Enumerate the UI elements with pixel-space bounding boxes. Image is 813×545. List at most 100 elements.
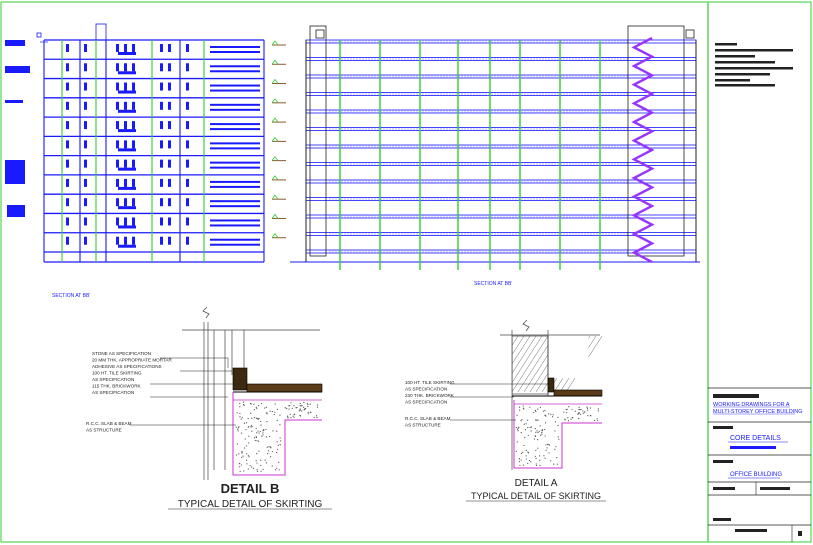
- speckle-dot: [241, 417, 243, 419]
- speckle-dot: [525, 423, 527, 425]
- note-bar: [715, 73, 770, 76]
- note-text: 115 THK. BRICKWORK: [92, 384, 142, 389]
- speckle-dot: [515, 426, 517, 429]
- window-mark: [124, 198, 127, 207]
- note-text: 20 MM THK. APPROPRIATE MORTAR: [92, 358, 172, 363]
- right-building-section: [290, 25, 793, 270]
- speckle-dot: [247, 468, 249, 470]
- speckle-dot: [316, 404, 319, 406]
- speckle-dot: [262, 468, 264, 471]
- window-mark: [66, 101, 69, 110]
- speckle-dot: [578, 408, 580, 411]
- speckle-dot: [242, 455, 244, 457]
- speckle-dot: [274, 469, 277, 471]
- note-bar: [715, 43, 737, 46]
- speckle-dot: [248, 442, 250, 444]
- note-leader: [160, 357, 229, 368]
- speckle-dot: [255, 436, 257, 438]
- window-mark: [186, 159, 189, 168]
- speckle-dot: [236, 412, 238, 414]
- speckle-dot: [280, 440, 282, 442]
- speckle-dot: [597, 410, 599, 412]
- window-mark: [168, 63, 171, 72]
- speckle-dot: [302, 406, 305, 408]
- speckle-dot: [292, 415, 294, 417]
- speckle-dot: [522, 464, 525, 466]
- window-mark: [116, 101, 119, 110]
- speckle-dot: [535, 457, 537, 459]
- speckle-dot: [538, 430, 540, 432]
- window-mark: [132, 121, 135, 130]
- speckle-dot: [256, 469, 258, 471]
- speckle-dot: [243, 404, 245, 406]
- window-mark: [186, 44, 189, 52]
- note-text: 100 HT. TILE SKIRTING: [92, 371, 142, 376]
- level-triangle: [271, 78, 279, 84]
- window-mark: [84, 140, 87, 149]
- window-mark: [132, 101, 135, 110]
- window-mark: [132, 159, 135, 168]
- speckle-dot: [264, 407, 266, 409]
- balcony-mark: [118, 109, 136, 113]
- section-right-label: SECTION AT BB': [474, 281, 512, 287]
- speckle-dot: [257, 417, 259, 420]
- window-mark: [186, 178, 189, 187]
- speckle-dot: [240, 464, 243, 466]
- speckle-dot: [241, 452, 243, 454]
- speckle-dot: [539, 464, 541, 466]
- speckle-dot: [539, 455, 541, 457]
- window-mark: [160, 140, 163, 149]
- window-mark: [66, 82, 69, 91]
- speckle-dot: [253, 437, 256, 439]
- speckle-dot: [309, 411, 312, 413]
- speckle-dot: [584, 411, 586, 413]
- spandrel-mark: [210, 70, 260, 73]
- speckle-dot: [556, 457, 558, 459]
- detail-b-subtitle: TYPICAL DETAIL OF SKIRTING: [178, 499, 323, 510]
- speckle-dot: [522, 405, 524, 407]
- balcony-mark: [118, 148, 136, 152]
- speckle-dot: [276, 430, 278, 432]
- speckle-dot: [284, 407, 286, 409]
- project-line-1: WORKING DRAWINGS FOR A: [713, 402, 790, 408]
- speckle-dot: [254, 417, 256, 419]
- speckle-dot: [256, 407, 258, 409]
- right-legend-notes: [715, 43, 793, 87]
- speckle-dot: [567, 416, 569, 419]
- window-mark: [168, 178, 171, 187]
- balcony-mark: [118, 225, 136, 229]
- speckle-dot: [288, 408, 290, 410]
- spandrel-mark: [210, 243, 260, 246]
- speckle-dot: [254, 439, 256, 442]
- speckle-dot: [528, 459, 531, 462]
- window-mark: [84, 198, 87, 207]
- speckle-dot: [520, 459, 522, 461]
- speckle-dot: [279, 437, 281, 439]
- window-mark: [186, 198, 189, 207]
- speckle-dot: [260, 464, 262, 467]
- speckle-dot: [521, 418, 523, 421]
- speckle-dot: [534, 409, 536, 412]
- speckle-dot: [256, 440, 258, 442]
- brick-hatch-line: [511, 335, 549, 393]
- speckle-dot: [290, 402, 292, 404]
- window-mark: [186, 82, 189, 91]
- speckle-dot: [247, 455, 250, 457]
- speckle-dot: [520, 420, 522, 422]
- balcony-mark: [118, 167, 136, 171]
- speckle-dot: [245, 445, 248, 447]
- spandrel-mark: [210, 205, 260, 208]
- speckle-dot: [237, 430, 239, 432]
- speckle-dot: [554, 421, 557, 423]
- note-text: R.C.C. SLAB & BEAM: [86, 421, 132, 426]
- tag-block: [5, 66, 30, 73]
- speckle-dot: [582, 410, 584, 412]
- speckle-dot: [256, 462, 258, 464]
- speckle-dot: [251, 425, 253, 428]
- window-mark: [66, 178, 69, 187]
- window-mark: [124, 140, 127, 149]
- speckle-dot: [299, 409, 301, 411]
- spandrel-mark: [210, 238, 260, 241]
- speckle-dot: [243, 447, 246, 449]
- window-mark: [124, 236, 127, 245]
